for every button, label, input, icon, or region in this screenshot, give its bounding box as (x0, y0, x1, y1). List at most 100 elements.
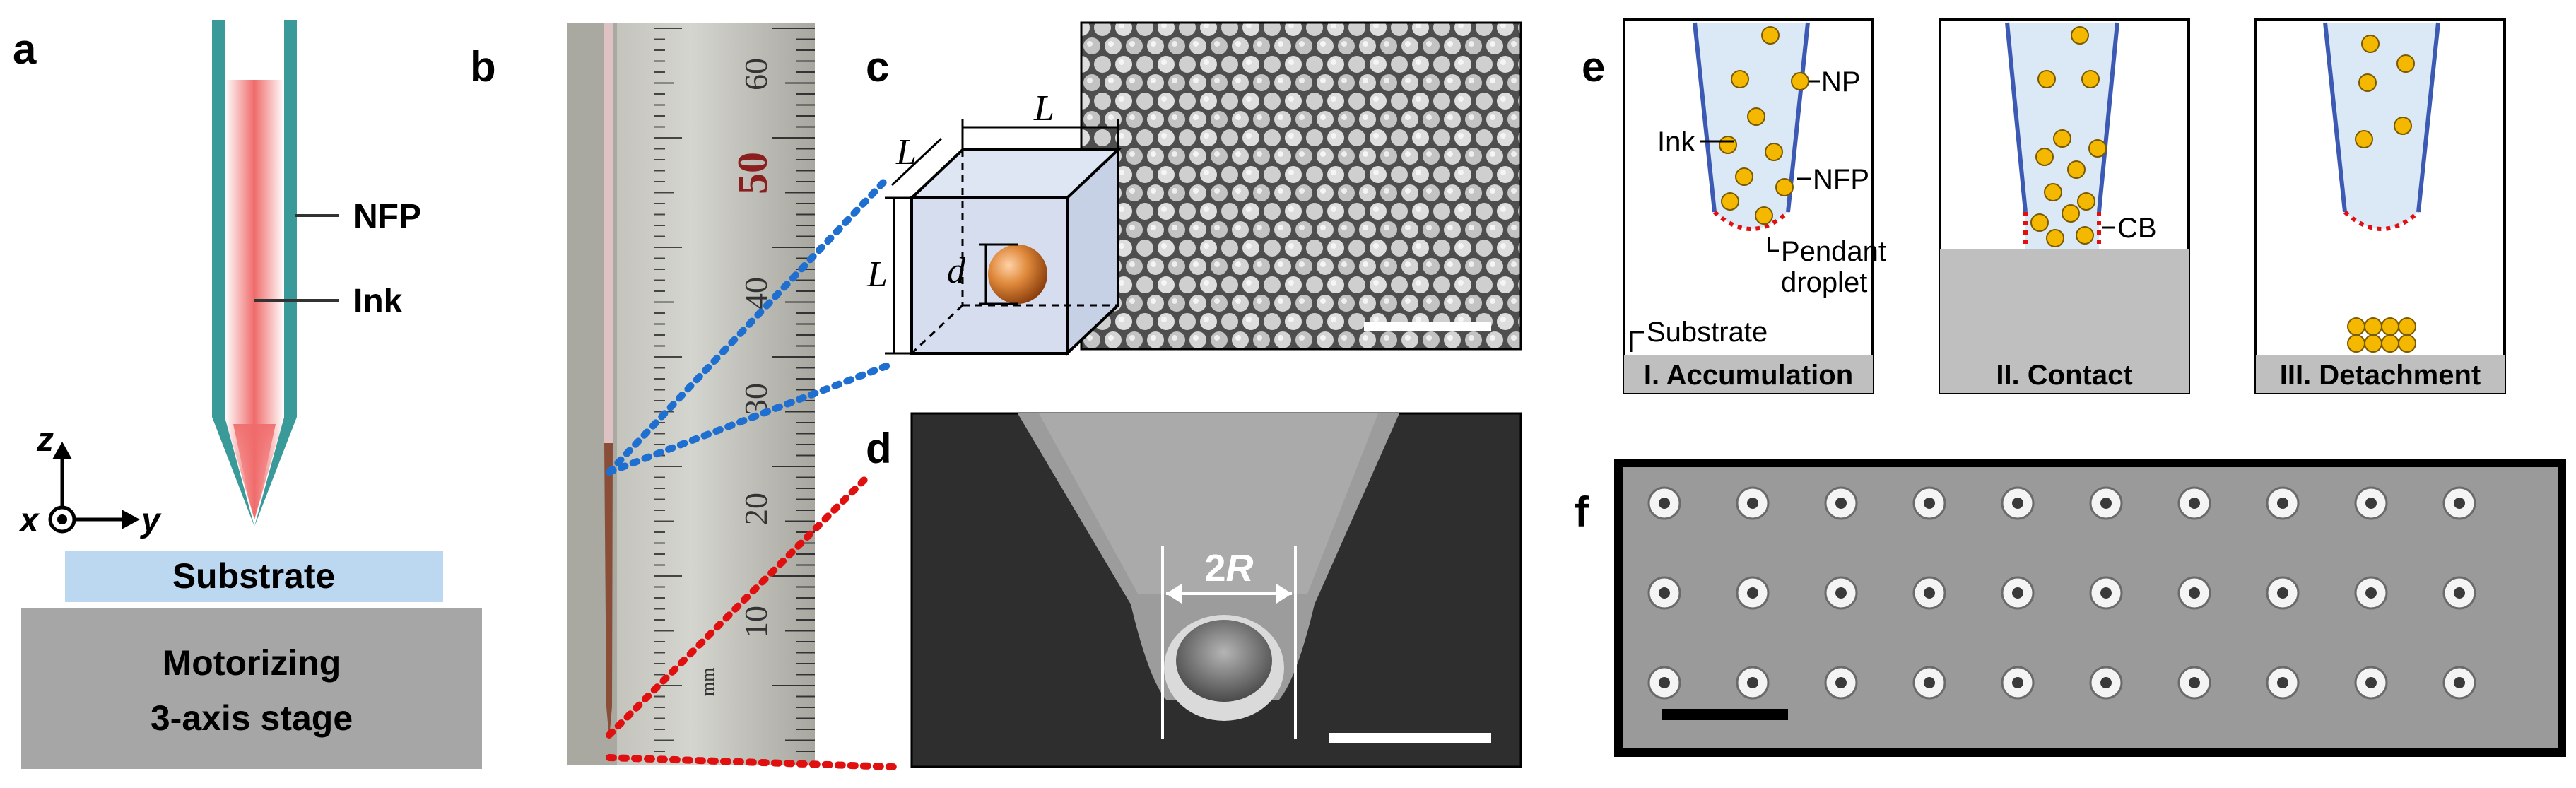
panel-d: d 2R (866, 412, 1522, 768)
nanoparticles-1 (1719, 26, 1809, 225)
substrate-raised-2 (1940, 249, 2189, 393)
cb-label: CB (2117, 213, 2157, 244)
panel-f-label: f (1575, 488, 1589, 536)
panel-c-label: c (866, 43, 889, 90)
ruler-ticks (654, 28, 815, 752)
ruler-number-10: 10 (738, 606, 774, 638)
printed-dot (2354, 576, 2388, 610)
printed-dot (2266, 576, 2300, 610)
panel-c: c L L L d (866, 21, 1522, 357)
nfp-wall-right-2 (2097, 22, 2119, 213)
panel-d-label: d (866, 425, 892, 472)
substrate-block-3 (2256, 355, 2505, 393)
printed-dot (2442, 576, 2476, 610)
printed-dot (1647, 576, 1681, 610)
printed-dot (1824, 486, 1858, 520)
printed-dot (2001, 576, 2035, 610)
printed-dot (2089, 576, 2123, 610)
stage-label-line2: 3-axis stage (151, 698, 353, 738)
dim-d: d (947, 251, 966, 291)
step1-label: I. Accumulation (1644, 360, 1853, 391)
dim-L-top: L (1033, 88, 1054, 129)
coordinate-axes: z x y (18, 421, 162, 539)
panel-f: f (1575, 459, 2566, 757)
axis-y-label: y (140, 502, 162, 539)
printed-dot (1647, 486, 1681, 520)
step2-contact: CB II. Contact (1939, 18, 2190, 394)
printed-dot (2442, 666, 2476, 700)
axis-x-label: x (18, 502, 40, 539)
pipette-right-wall (254, 20, 297, 527)
np-label: NP (1821, 66, 1861, 98)
axis-z-label: z (36, 421, 54, 459)
dot-array-sem-image (1614, 459, 2566, 757)
nfp-wall-right-3 (2416, 22, 2440, 213)
scale-bar-f (1662, 709, 1788, 720)
ruler-photo: 60 50 40 30 20 10 mm (567, 23, 815, 765)
ruler-number-20: 20 (738, 493, 774, 525)
substrate-block-1 (1624, 355, 1873, 393)
leader-blue-upper (606, 179, 887, 476)
printed-dot (2177, 576, 2211, 610)
panel-b: b 60 50 40 30 20 10 mm (470, 23, 898, 770)
nanoparticles-2 (2030, 26, 2107, 247)
substrate-label-a: Substrate (172, 556, 336, 596)
printed-dot (2442, 486, 2476, 520)
dim-L-depth: L (895, 132, 917, 172)
pendant-droplet-meniscus (1712, 210, 1790, 231)
panel-a: a NFP Ink z x y Substrate Motorizin (13, 20, 482, 769)
nfp-wall-left-2 (2005, 22, 2028, 213)
printed-dot (1736, 666, 1770, 700)
printed-dot (2266, 666, 2300, 700)
printed-dot (2001, 666, 2035, 700)
printed-dot (1912, 576, 1946, 610)
printed-dot (1912, 486, 1946, 520)
ink-region-3 (2325, 23, 2438, 229)
substrate-label-e: Substrate (1647, 317, 1768, 348)
motor-stage-block (21, 608, 482, 769)
leader-red-lower (606, 754, 898, 770)
panel-b-label: b (470, 43, 496, 90)
dot-array (1647, 486, 2476, 700)
pipette-photo-ink (604, 443, 613, 739)
step3-detachment: III. Detachment (2254, 18, 2506, 394)
nfp-wall-left-1 (1693, 22, 1717, 213)
printed-dot (2089, 486, 2123, 520)
scale-bar-d (1329, 733, 1491, 743)
printed-dot (2089, 666, 2123, 700)
nfp-wall-right-1 (1786, 22, 1810, 213)
printed-dot (1736, 486, 1770, 520)
ink-tip-fade (233, 424, 276, 523)
pipette-empty-top (225, 20, 284, 80)
ruler-unit-mm: mm (698, 668, 718, 696)
stage-label-line1: Motorizing (163, 643, 341, 683)
ink-label-e: Ink (1657, 127, 1695, 158)
printed-dot (2266, 486, 2300, 520)
nanoparticles-3 (2355, 35, 2415, 148)
deposited-cluster (2347, 317, 2416, 353)
pipette-left-wall (212, 20, 254, 527)
nfp-label-a: NFP (353, 198, 421, 235)
nozzle-opening (1176, 620, 1272, 702)
ink-region-1 (1695, 23, 1808, 229)
printed-dot (1647, 666, 1681, 700)
step2-label: II. Contact (1996, 360, 2132, 391)
dim-2R: 2R (1204, 547, 1253, 589)
pendant-label-line2: droplet (1781, 267, 1867, 298)
printed-dot (2354, 486, 2388, 520)
nanoparticle-sem-image (1080, 21, 1522, 351)
printed-dot (1736, 576, 1770, 610)
pendant-label-line1: Pendant (1781, 236, 1886, 267)
ruler-number-50: 50 (729, 152, 776, 194)
nanopipette-illustration (212, 20, 297, 527)
printed-dot (1824, 576, 1858, 610)
leader-blue-lower (606, 360, 895, 476)
printed-dot (2354, 666, 2388, 700)
printed-dot (2001, 486, 2035, 520)
panel-e-label: e (1582, 43, 1605, 90)
nfp-label-e: NFP (1813, 164, 1869, 195)
unit-cube-diagram (885, 119, 1122, 357)
substrate-block-a (65, 551, 443, 602)
scale-bar-c (1364, 322, 1491, 331)
